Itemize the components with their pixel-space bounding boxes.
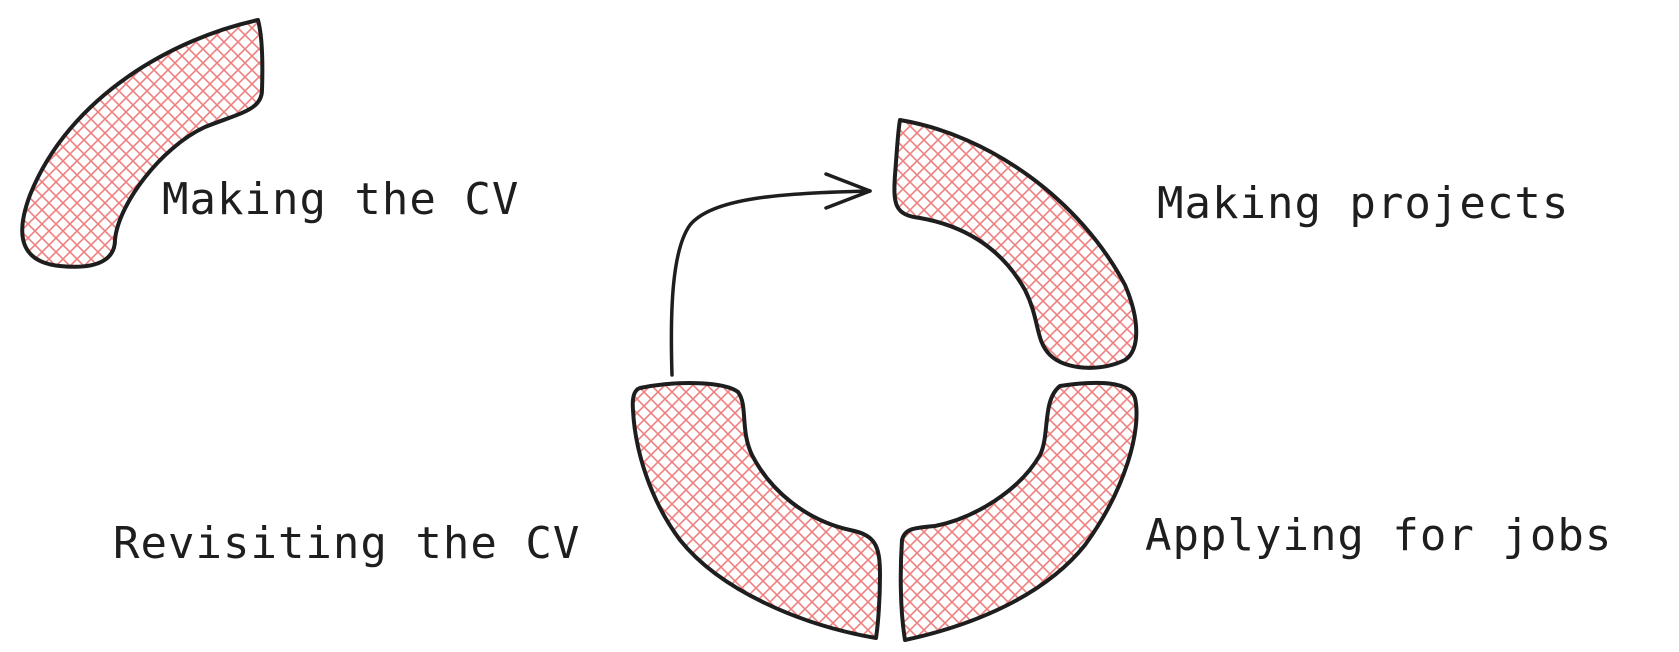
- segment-applying-jobs: [898, 380, 1139, 642]
- label-making-cv: Making the CV: [162, 174, 520, 225]
- label-making-projects: Making projects: [1157, 178, 1570, 229]
- segment-making-projects: [892, 118, 1139, 370]
- label-applying-jobs: Applying for jobs: [1145, 510, 1613, 561]
- segment-revisiting-cv: [630, 381, 882, 640]
- label-revisiting-cv: Revisiting the CV: [113, 518, 581, 569]
- segment-making-cv: [20, 18, 265, 269]
- curved-arrow-icon: [669, 172, 872, 377]
